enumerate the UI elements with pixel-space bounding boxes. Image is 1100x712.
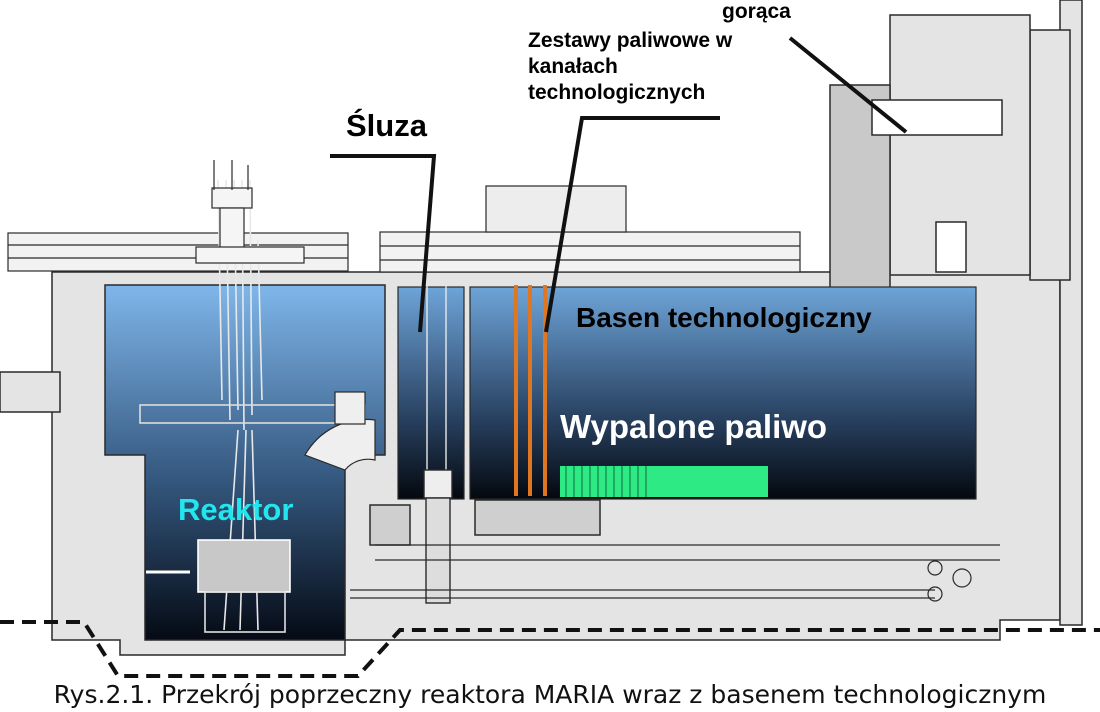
sluice-column (423, 285, 453, 604)
technological-pool-water (469, 286, 977, 500)
reactor-top-mechanism (195, 160, 305, 264)
spent-fuel-racks (560, 466, 768, 497)
figure-caption: Rys.2.1. Przekrój poprzeczny reaktora MA… (53, 680, 1047, 709)
upper-platform-right (379, 185, 801, 273)
label-technological-pool: Basen technologiczny (576, 302, 872, 333)
ground-dashed-line (0, 620, 1100, 678)
label-spent-fuel: Wypalone paliwo (560, 408, 828, 445)
pipe-elbow (304, 391, 376, 471)
sluice-water (397, 286, 465, 500)
label-goraca: gorąca (722, 0, 791, 23)
label-fuel-assemblies: Zestawy paliwowe w kanałach technologicz… (528, 29, 733, 104)
lower-pipes (350, 544, 1000, 602)
pointer-arrows (330, 36, 908, 333)
label-sluice: Śluza (346, 108, 427, 143)
fuel-rod-channels (514, 285, 547, 496)
label-reactor: Reaktor (178, 492, 294, 527)
